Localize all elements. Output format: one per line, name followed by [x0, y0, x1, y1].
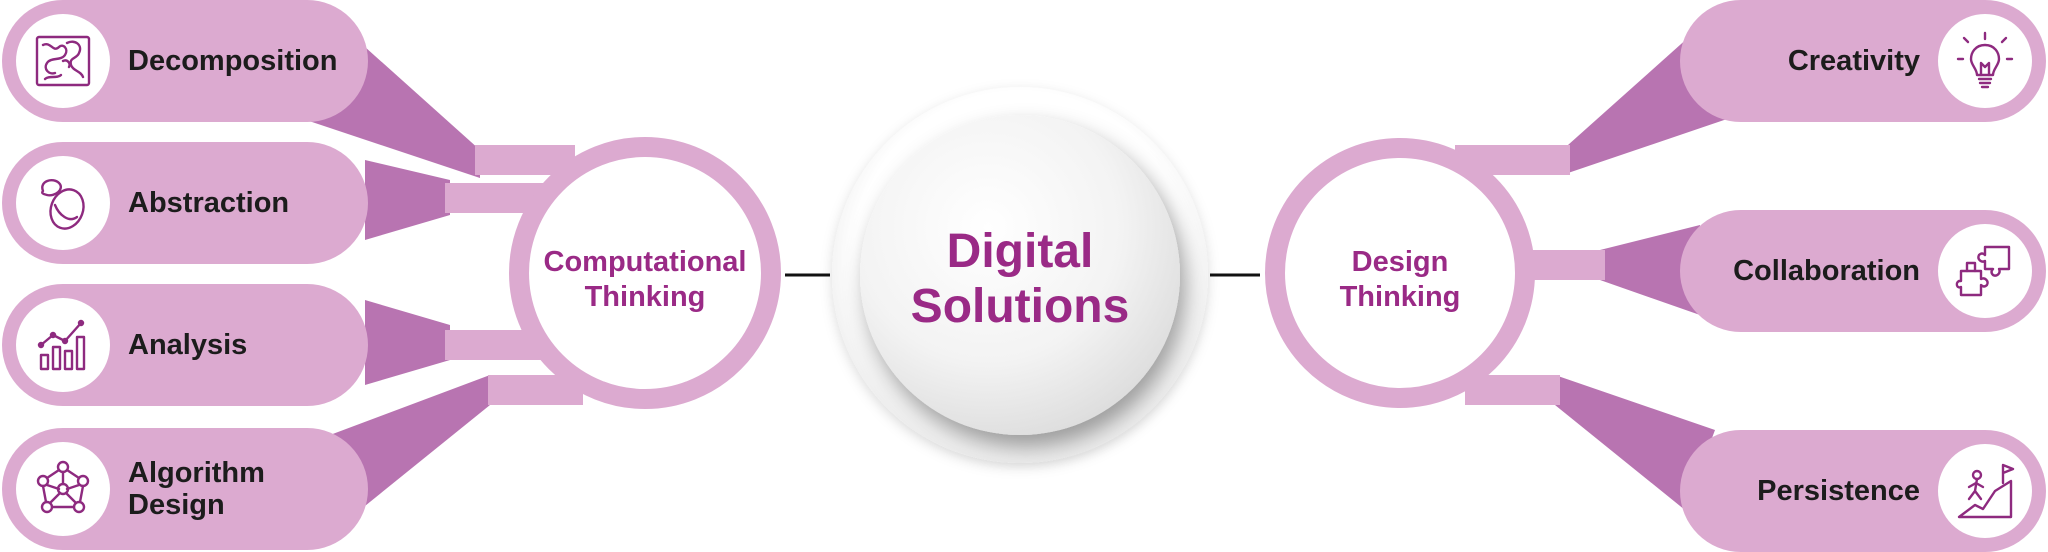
hub-line-1: Design: [1351, 245, 1449, 278]
title-line-1: Digital: [946, 225, 1094, 279]
pill-creativity: Creativity: [1680, 0, 2046, 122]
computational-thinking-ring: [509, 137, 781, 409]
digital-solutions-title: Digital Solutions: [870, 195, 1170, 365]
design-thinking-label: Design Thinking: [1275, 225, 1525, 335]
puzzle-pieces-icon: [1938, 224, 2032, 318]
pill-persistence: Persistence: [1680, 430, 2046, 552]
pill-decomposition: Decomposition: [2, 0, 368, 122]
pill-analysis: Analysis: [2, 284, 368, 406]
climber-flag-icon: [1938, 444, 2032, 538]
center-sphere: [860, 115, 1180, 435]
pill-algorithm-design: Algorithm Design: [2, 428, 368, 550]
connector-abstraction: [365, 160, 450, 240]
pill-collaboration: Collaboration: [1680, 210, 2046, 332]
pill-label: Abstraction: [128, 186, 290, 219]
connector-algorithm-design: [330, 375, 490, 510]
pill-label: Algorithm Design: [128, 428, 265, 550]
connector-persistence: [1555, 375, 1715, 510]
pill-abstraction: Abstraction: [2, 142, 368, 264]
pill-label: Persistence: [1757, 474, 1920, 507]
abstract-shapes-icon: [16, 156, 110, 250]
pill-label: Creativity: [1787, 44, 1920, 77]
lightbulb-icon: [1938, 14, 2032, 108]
bar-collaboration: [1525, 250, 1605, 280]
design-thinking-ring: [1265, 138, 1535, 408]
label-line-2: Design: [128, 489, 225, 521]
title-line-2: Solutions: [910, 280, 1130, 333]
hub-line-1: Computational: [543, 245, 747, 278]
pill-label: Decomposition: [128, 44, 338, 77]
hub-line-2: Thinking: [1339, 281, 1461, 313]
connector-analysis: [365, 300, 450, 385]
map-puzzle-icon: [16, 14, 110, 108]
bar-chart-trend-icon: [16, 298, 110, 392]
pill-label: Analysis: [128, 328, 248, 361]
computational-thinking-label: Computational Thinking: [525, 225, 765, 335]
connector-collaboration: [1600, 225, 1700, 315]
pill-label: Collaboration: [1733, 254, 1920, 287]
hub-line-2: Thinking: [584, 281, 706, 313]
network-nodes-icon: [16, 442, 110, 536]
label-line-1: Algorithm: [128, 456, 265, 489]
